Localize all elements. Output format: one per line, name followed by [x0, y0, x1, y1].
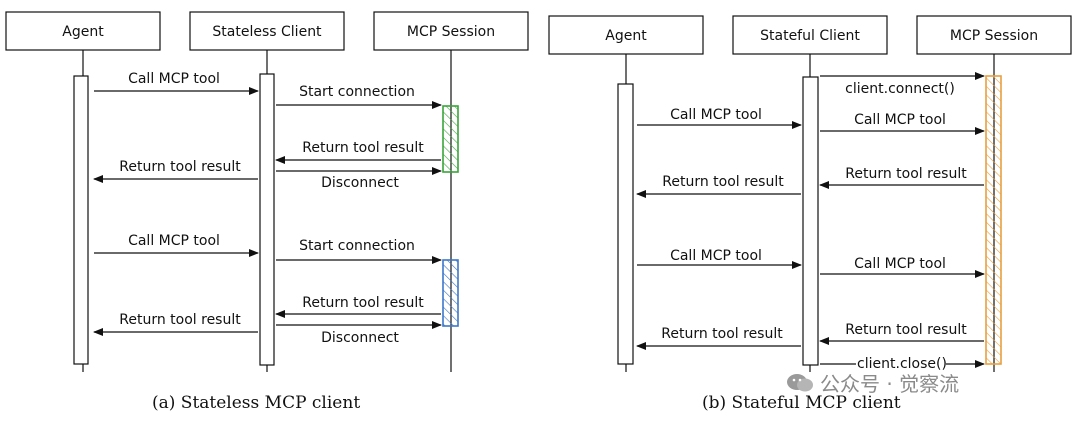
msg-call-agent2-b: Call MCP tool: [670, 248, 762, 264]
client-label-b: Stateful Client: [760, 28, 860, 44]
msg-call2-a: Call MCP tool: [128, 233, 220, 249]
msg-start1-a: Start connection: [299, 84, 415, 100]
client-box-a: [189, 11, 345, 51]
wechat-icon: [787, 373, 813, 391]
watermark: 公众号 · 觉察流: [786, 368, 959, 397]
msg-return-session1-b: Return tool result: [845, 166, 967, 182]
session-activation-a1: [442, 105, 459, 173]
session-activation-b: [985, 75, 1002, 365]
msg-disconnect1-a: Disconnect: [321, 175, 399, 191]
close-label-backdrop: [856, 356, 946, 370]
msg-return-agent1-b: Return tool result: [662, 174, 784, 190]
msg-call-session2-b: Call MCP tool: [854, 256, 946, 272]
agent-label-b: Agent: [605, 28, 647, 44]
msg-return-session2-b: Return tool result: [845, 322, 967, 338]
msg-close-b: client.close(): [857, 356, 947, 372]
panel-b: Agent Stateful Client MCP Session client…: [548, 15, 1072, 372]
agent-activation-b: [617, 83, 634, 365]
msg-call-agent1-b: Call MCP tool: [670, 107, 762, 123]
msg-return-session2-a: Return tool result: [302, 295, 424, 311]
caption-a: (a) Stateless MCP client: [152, 393, 361, 413]
agent-activation-a: [73, 75, 89, 365]
client-box-b: [732, 15, 888, 55]
client-activation-a: [259, 73, 275, 366]
agent-box-a: [5, 11, 161, 51]
session-box-a: [373, 11, 529, 51]
panel-a: Agent Stateless Client MCP Session Call …: [5, 11, 529, 372]
msg-return-agent2-a: Return tool result: [119, 312, 241, 328]
agent-label-a: Agent: [62, 24, 104, 40]
watermark-text: 公众号 · 觉察流: [820, 372, 960, 396]
client-label-a: Stateless Client: [212, 24, 322, 40]
session-activation-a2: [442, 259, 459, 327]
msg-call-session1-b: Call MCP tool: [854, 112, 946, 128]
msg-start2-a: Start connection: [299, 238, 415, 254]
session-label-a: MCP Session: [407, 24, 495, 40]
msg-return-agent2-b: Return tool result: [661, 326, 783, 342]
msg-connect-b: client.connect(): [845, 81, 955, 97]
msg-call1-a: Call MCP tool: [128, 71, 220, 87]
msg-disconnect2-a: Disconnect: [321, 330, 399, 346]
caption-b: (b) Stateful MCP client: [702, 393, 901, 413]
msg-return-agent1-a: Return tool result: [119, 159, 241, 175]
msg-return-session1-a: Return tool result: [302, 140, 424, 156]
client-activation-b: [802, 76, 819, 366]
session-label-b: MCP Session: [950, 28, 1038, 44]
